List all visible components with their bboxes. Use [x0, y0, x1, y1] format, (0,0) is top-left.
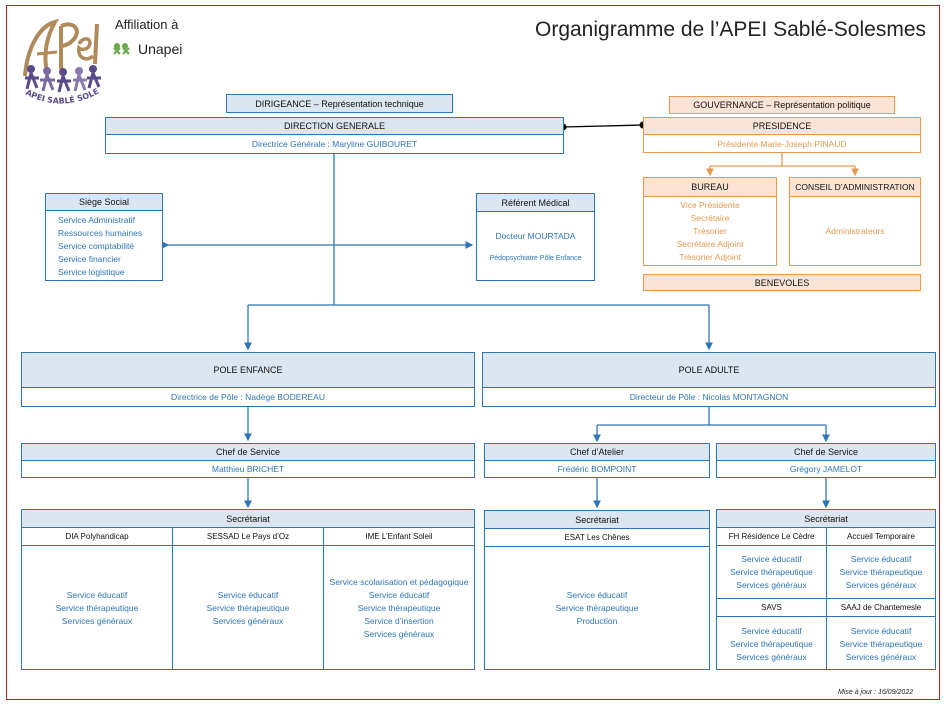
- service-item: Service thérapeutique: [357, 603, 441, 613]
- service-item: Service éducatif: [368, 590, 430, 600]
- esat-items: Service éducatif Service thérapeutique P…: [484, 546, 710, 670]
- service-item: Services généraux: [845, 651, 917, 662]
- bureau-item: Trésorier Adjoint: [679, 252, 741, 262]
- service-item: Service éducatif: [741, 625, 802, 636]
- service-item: Service thérapeutique: [206, 603, 290, 613]
- service-savs-items: Service éducatif Service thérapeutique S…: [716, 617, 827, 670]
- siege-item: Service financier: [58, 253, 121, 264]
- service-item: Service éducatif: [566, 590, 628, 600]
- pole-enfance-services-box: [21, 527, 475, 670]
- column-divider: [172, 546, 173, 670]
- unapei-logo: Unapei: [113, 41, 182, 57]
- ca-item: Administrateurs: [825, 226, 885, 236]
- update-date: Mise à jour : 16/09/2022: [838, 689, 914, 696]
- service-sessad-items: Service éducatif Service thérapeutique S…: [172, 546, 324, 670]
- service-item: Service thérapeutique: [730, 638, 813, 649]
- referent-medical-box: Docteur MOURTADA Pédopsychiatre Pôle Enf…: [476, 211, 595, 281]
- service-item: Services généraux: [736, 651, 807, 662]
- affiliation-label: Affiliation à: [115, 17, 179, 32]
- service-item: Service thérapeutique: [839, 638, 923, 649]
- bureau-item: Secrétaire: [690, 213, 730, 223]
- chef-atelier-name: Frédéric BOMPOINT: [484, 460, 710, 478]
- pole-enfance-chef-title: Chef de Service: [21, 443, 475, 461]
- direction-generale-title: DIRECTION GENERALE: [105, 117, 564, 135]
- service-savs-title: SAVS: [716, 598, 827, 617]
- siege-social-title: Siège Social: [45, 193, 163, 211]
- service-item: Service d’insertion: [364, 616, 434, 626]
- page-title: Organigramme de l’APEI Sablé-Solesmes: [535, 18, 927, 41]
- esat-secretariat: Secrétariat: [484, 510, 710, 529]
- presidence-title: PRESIDENCE: [643, 117, 921, 135]
- siege-item: Service logistique: [58, 266, 125, 277]
- esat-title: ESAT Les Chênes: [484, 528, 710, 547]
- service-item: Service éducatif: [741, 554, 802, 564]
- service-item: Service thérapeutique: [55, 603, 139, 613]
- service-item: Services généraux: [212, 616, 284, 626]
- pole-enfance-title: POLE ENFANCE: [21, 352, 475, 388]
- gouvernance-banner: GOUVERNANCE – Représentation politique: [669, 96, 895, 114]
- service-item: Services généraux: [363, 629, 435, 639]
- referent-medical-title: Référent Médical: [476, 193, 595, 212]
- direction-generale-name: Directrice Générale : Maryline GUIBOURET: [105, 134, 564, 154]
- service-ime-items: Service scolarisation et pédagogique Ser…: [323, 546, 475, 670]
- service-item: Service éducatif: [66, 590, 128, 600]
- bureau-title: BUREAU: [643, 177, 777, 197]
- service-accueil-items: Service éducatif Service thérapeutique S…: [826, 546, 936, 598]
- conseil-administration-title: CONSEIL D’ADMINISTRATION: [789, 177, 921, 197]
- siege-item: Service Administratif: [58, 214, 135, 225]
- column-divider: [826, 546, 827, 670]
- service-accueil-title: Accueil Temporaire: [826, 527, 936, 546]
- bureau-members: Vice Présidente Secrétaire Trésorier Sec…: [643, 196, 777, 266]
- pole-enfance-secretariat: Secrétariat: [21, 509, 475, 528]
- service-ime-title: IME L’Enfant Soleil: [323, 527, 475, 546]
- referent-medical-role: Pédopsychiatre Pôle Enfance: [489, 254, 582, 262]
- adulte-secretariat: Secrétariat: [716, 509, 936, 528]
- service-item: Production: [576, 616, 618, 626]
- presidence-name: Présidente Marie-Joseph PINAUD: [643, 134, 921, 153]
- service-item: Services généraux: [61, 616, 133, 626]
- siege-social-services: Service Administratif Ressources humaine…: [45, 210, 163, 281]
- service-item: Service thérapeutique: [839, 567, 923, 577]
- conseil-administration-members: Administrateurs: [789, 196, 921, 266]
- service-item: Services généraux: [736, 580, 807, 590]
- benevoles-box: BENEVOLES: [643, 274, 921, 291]
- siege-item: Ressources humaines: [58, 227, 143, 238]
- pole-enfance-chef-name: Matthieu BRICHET: [21, 460, 475, 478]
- pole-adulte-director: Directeur de Pôle : Nicolas MONTAGNON: [482, 387, 936, 407]
- service-fh-items: Service éducatif Service thérapeutique S…: [716, 546, 827, 598]
- service-item: Service éducatif: [850, 625, 912, 636]
- pole-enfance-director: Directrice de Pôle : Nadège BODEREAU: [21, 387, 475, 407]
- service-item: Service scolarisation et pédagogique: [329, 577, 469, 587]
- unapei-label: Unapei: [138, 41, 183, 57]
- column-divider: [323, 546, 324, 670]
- service-item: Service éducatif: [850, 554, 912, 564]
- pole-adulte-chef-name: Grégory JAMELOT: [716, 460, 936, 478]
- service-fh-title: FH Résidence Le Cèdre: [716, 527, 827, 546]
- apei-logo: APEI SABLÉ SOLESMES: [17, 14, 101, 106]
- bureau-item: Secrétaire Adjoint: [676, 239, 744, 249]
- service-item: Service thérapeutique: [555, 603, 639, 613]
- bureau-item: Vice Présidente: [680, 200, 740, 210]
- bureau-item: Trésorier: [693, 226, 727, 236]
- service-item: Service éducatif: [217, 590, 279, 600]
- service-dia-title: DIA Polyhandicap: [21, 527, 173, 546]
- siege-item: Service comptabilité: [58, 240, 135, 251]
- service-saaj-title: SAAJ de Chantemesle: [826, 598, 936, 617]
- chef-atelier-title: Chef d’Atelier: [484, 443, 710, 461]
- service-dia-items: Service éducatif Service thérapeutique S…: [21, 546, 173, 670]
- referent-medical-doctor: Docteur MOURTADA: [495, 230, 576, 241]
- dirigeance-banner: DIRIGEANCE – Représentation technique: [226, 94, 453, 113]
- pole-adulte-chef-title: Chef de Service: [716, 443, 936, 461]
- unapei-icon: [113, 43, 130, 55]
- page-frame: [6, 5, 940, 700]
- service-saaj-items: Service éducatif Service thérapeutique S…: [826, 617, 936, 670]
- pole-adulte-title: POLE ADULTE: [482, 352, 936, 388]
- service-item: Services généraux: [845, 580, 917, 590]
- service-sessad-title: SESSAD Le Pays d’Oz: [172, 527, 324, 546]
- service-item: Service thérapeutique: [730, 567, 813, 577]
